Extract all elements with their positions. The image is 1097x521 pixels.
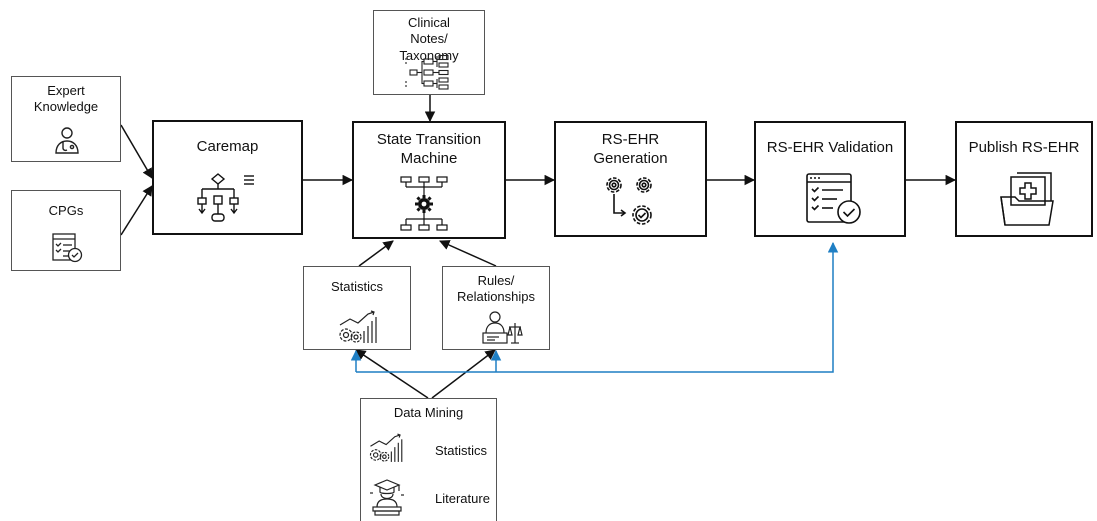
- cpgs-label: CPGs: [48, 203, 84, 218]
- data-mining-literature-label: Literature: [435, 491, 490, 506]
- blue-link-main: [356, 241, 839, 373]
- statistics-gears-icon: [339, 310, 377, 343]
- rules-relationships-label: Rules/ Relationships: [456, 273, 536, 305]
- cpgs-node: CPGs: [11, 190, 121, 271]
- checklist-icon: [52, 233, 83, 263]
- statistics-node: Statistics: [303, 266, 411, 350]
- expert-knowledge-label: Expert Knowledge: [33, 83, 99, 115]
- arrow-expert-to-caremap: [120, 124, 153, 179]
- flowchart-icon: [197, 173, 254, 222]
- data-mining-title: Data Mining: [393, 405, 464, 420]
- rs-ehr-generation-node: RS-EHR Generation: [554, 121, 707, 237]
- clinical-notes-node: Clinical Notes/ Taxonomy: [373, 10, 485, 95]
- arrow-statistics-to-stm: [358, 240, 394, 267]
- state-transition-node: State Transition Machine: [352, 121, 506, 239]
- arrow-datamining-to-statistics: [355, 349, 429, 399]
- arrow-cpgs-to-caremap: [120, 185, 153, 236]
- data-mining-statistics-label: Statistics: [435, 443, 488, 458]
- statistics-gears-icon: [369, 433, 403, 462]
- arrow-datamining-to-rules: [431, 349, 496, 399]
- rules-relationships-node: Rules/ Relationships: [442, 266, 550, 350]
- publish-rs-ehr-node: Publish RS-EHR: [955, 121, 1093, 237]
- expert-knowledge-node: Expert Knowledge: [11, 76, 121, 162]
- medical-folder-icon: [1000, 172, 1054, 226]
- state-machine-icon: [400, 176, 448, 231]
- taxonomy-tree-icon: [405, 55, 449, 90]
- rs-ehr-validation-label: RS-EHR Validation: [766, 139, 894, 156]
- arrow-rules-to-stm: [439, 240, 497, 267]
- publish-rs-ehr-label: Publish RS-EHR: [968, 139, 1080, 156]
- rs-ehr-generation-label: RS-EHR Generation: [593, 131, 668, 167]
- literature-scholar-icon: [370, 479, 404, 516]
- lawyer-scales-icon: [482, 311, 523, 344]
- clinical-notes-label: Clinical Notes/ Taxonomy: [399, 15, 459, 63]
- statistics-label: Statistics: [330, 279, 383, 294]
- caremap-node: Caremap: [152, 120, 303, 235]
- state-transition-label: State Transition Machine: [376, 131, 482, 167]
- caremap-label: Caremap: [196, 138, 259, 155]
- validation-checklist-icon: [806, 173, 861, 224]
- data-mining-node: Data Mining Statistics: [360, 398, 497, 521]
- doctor-icon: [55, 127, 79, 154]
- gears-check-icon: [606, 177, 652, 225]
- rs-ehr-validation-node: RS-EHR Validation: [754, 121, 906, 237]
